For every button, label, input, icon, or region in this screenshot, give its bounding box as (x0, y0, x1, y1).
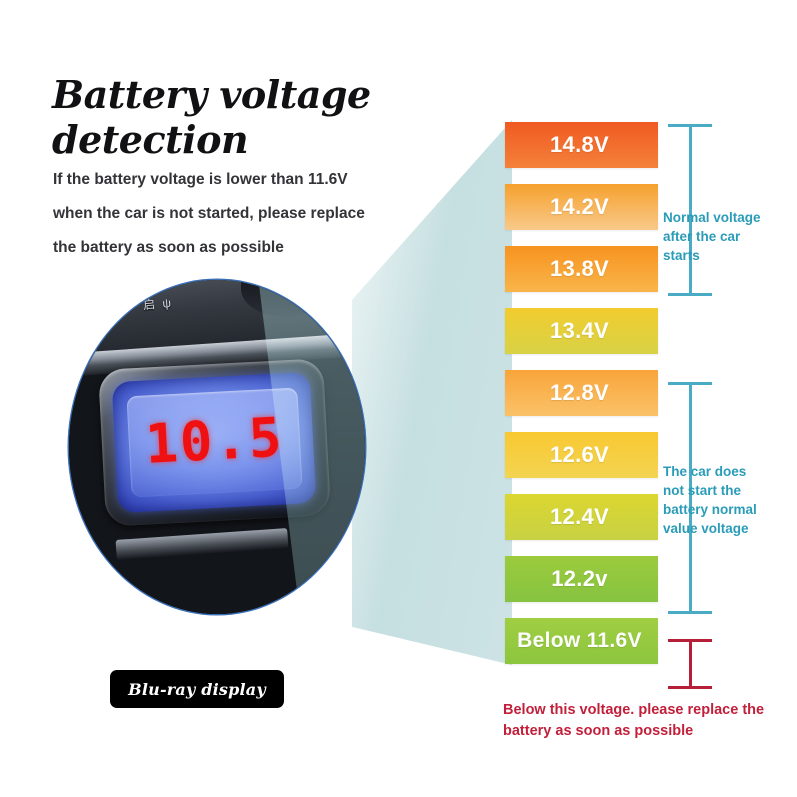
voltage-bar-label: 12.6V (550, 442, 609, 467)
annotation-car-not-started: The car does not start the battery norma… (663, 464, 757, 536)
bracket-cap-bottom (668, 293, 712, 296)
bracket-stem (689, 382, 692, 614)
voltage-bar: 13.4V (505, 308, 658, 354)
annotation-below-warning: Below this voltage. please replace the b… (503, 702, 765, 739)
voltage-bar: 12.6V (505, 432, 658, 478)
voltage-bar-label: 12.4V (550, 504, 609, 529)
voltage-bar: Below 11.6V (505, 618, 658, 664)
voltage-bar-label: Below 11.6V (517, 629, 642, 652)
voltage-bar-label: 13.4V (550, 318, 609, 343)
intro-paragraph: If the battery voltage is lower than 11.… (53, 171, 365, 256)
bracket-cap-bottom (668, 686, 712, 689)
page-title: Battery voltage detection (52, 72, 371, 162)
voltage-bar-label: 13.8V (550, 256, 609, 281)
voltage-bar: 14.2V (505, 184, 658, 230)
bracket-stem (689, 124, 692, 296)
voltage-bar-label: 14.2V (550, 194, 609, 219)
dashboard-marking-text: 启 ψ (142, 295, 174, 313)
voltage-bar-label: 14.8V (550, 132, 609, 157)
product-photo: 启 ψ 10.5 (69, 280, 365, 614)
voltage-bar: 14.8V (505, 122, 658, 168)
voltage-bar-label: 12.8V (550, 380, 609, 405)
photo-content: 启 ψ 10.5 (69, 280, 365, 614)
voltage-bar-label: 12.2v (551, 566, 608, 591)
annotation-normal-after-start: Normal voltage after the car starts (663, 210, 761, 263)
voltage-bar: 12.8V (505, 370, 658, 416)
voltage-bar: 13.8V (505, 246, 658, 292)
voltage-bar: 12.2v (505, 556, 658, 602)
bracket-stem (689, 639, 692, 689)
voltage-bar: 12.4V (505, 494, 658, 540)
blu-ray-badge: Blu-ray display (110, 670, 284, 708)
blu-ray-badge-label: Blu-ray display (128, 679, 266, 699)
voltage-bar-list: 14.8V 14.2V 13.8V 13.4V 12.8V 12.6V 12.4V 12.2v… (505, 122, 658, 680)
bracket-cap-bottom (668, 611, 712, 614)
